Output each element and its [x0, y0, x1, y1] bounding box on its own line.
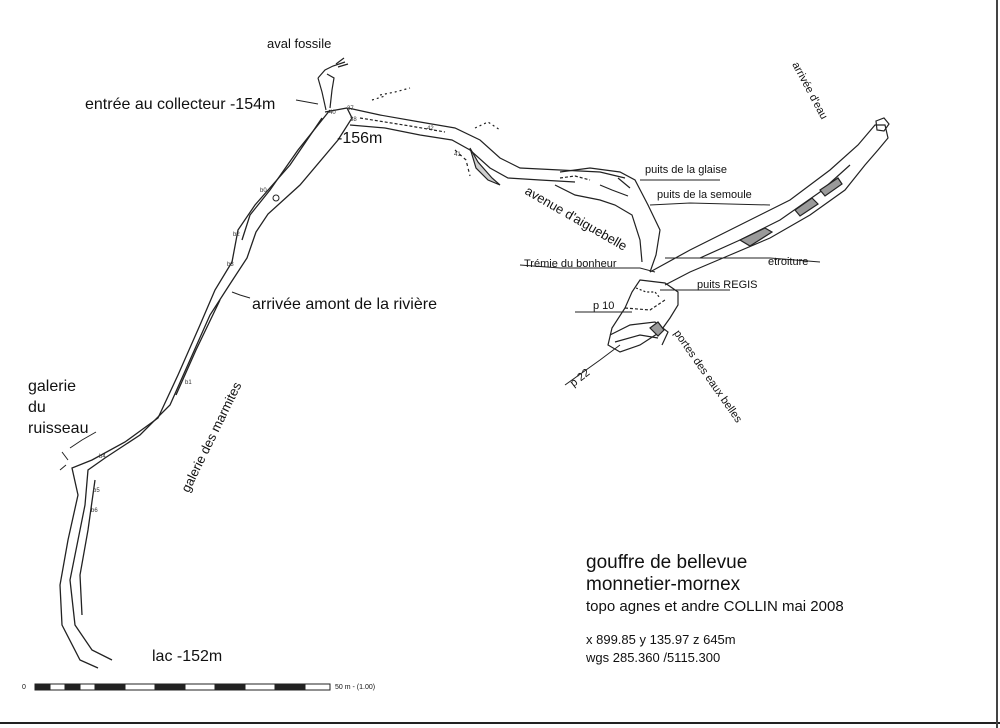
svg-text:b5: b5 — [93, 488, 100, 494]
label-galerie-ruisseau-line3: ruisseau — [28, 420, 89, 437]
bottom-border — [0, 722, 1000, 724]
title-block: gouffre de bellevue monnetier-mornex top… — [586, 552, 844, 667]
passage-connexion — [347, 87, 626, 186]
label-arrivee-amont: arrivée amont de la rivière — [252, 296, 437, 313]
svg-text:b1: b1 — [185, 380, 192, 386]
label-puits-regis: puits REGIS — [697, 279, 758, 291]
scale-start-label: 0 — [22, 684, 26, 691]
passage-regis-chamber — [607, 279, 679, 353]
svg-text:40: 40 — [329, 110, 336, 116]
label-galerie-ruisseau: galerie du ruisseau — [28, 376, 88, 439]
svg-text:38: 38 — [350, 117, 357, 123]
right-border — [996, 0, 998, 728]
passage-etroiture — [649, 117, 890, 286]
map-credit: topo agnes et andre COLLIN mai 2008 — [586, 598, 844, 615]
map-coord-xyz: x 899.85 y 135.97 z 645m — [586, 632, 736, 647]
map-commune: monnetier-mornex — [586, 574, 741, 595]
svg-text:b0: b0 — [260, 188, 267, 194]
label-entree-collecteur: entrée au collecteur -154m — [85, 96, 276, 113]
svg-text:b2: b2 — [233, 232, 240, 238]
svg-text:b4: b4 — [99, 454, 106, 460]
scale-end-label: 50 m - (1.00) — [335, 684, 376, 691]
svg-text:b3: b3 — [227, 262, 234, 268]
survey-stations: 40 37 38 42 41 b0 b2 b3 b4 b1 b5 b6 — [91, 106, 461, 514]
label-lac: lac -152m — [152, 648, 223, 665]
label-galerie-ruisseau-line2: du — [28, 399, 46, 416]
svg-text:41: 41 — [454, 152, 461, 158]
svg-text:37: 37 — [347, 106, 354, 112]
label-depth-156: -156m — [337, 130, 383, 147]
map-coord-wgs: wgs 285.360 /5115.300 — [586, 650, 721, 665]
label-etroiture: etroiture — [768, 256, 809, 268]
annotation-lines — [59, 99, 821, 471]
passage-aiguebelle — [554, 167, 661, 273]
label-galerie-ruisseau-line1: galerie — [28, 378, 77, 395]
label-puits-semoule: puits de la semoule — [657, 189, 752, 201]
svg-text:42: 42 — [427, 126, 434, 132]
passage-aval-fossile — [317, 57, 349, 111]
passage-collecteur — [59, 107, 353, 669]
label-tremie-bonheur: Trémie du bonheur — [524, 258, 617, 270]
scale-bar — [34, 683, 331, 691]
label-puits-glaise: puits de la glaise — [645, 164, 727, 176]
map-title: gouffre de bellevue — [586, 552, 748, 573]
svg-text:b6: b6 — [91, 508, 98, 514]
label-p10: p 10 — [593, 300, 615, 312]
label-aval-fossile: aval fossile — [267, 36, 332, 51]
